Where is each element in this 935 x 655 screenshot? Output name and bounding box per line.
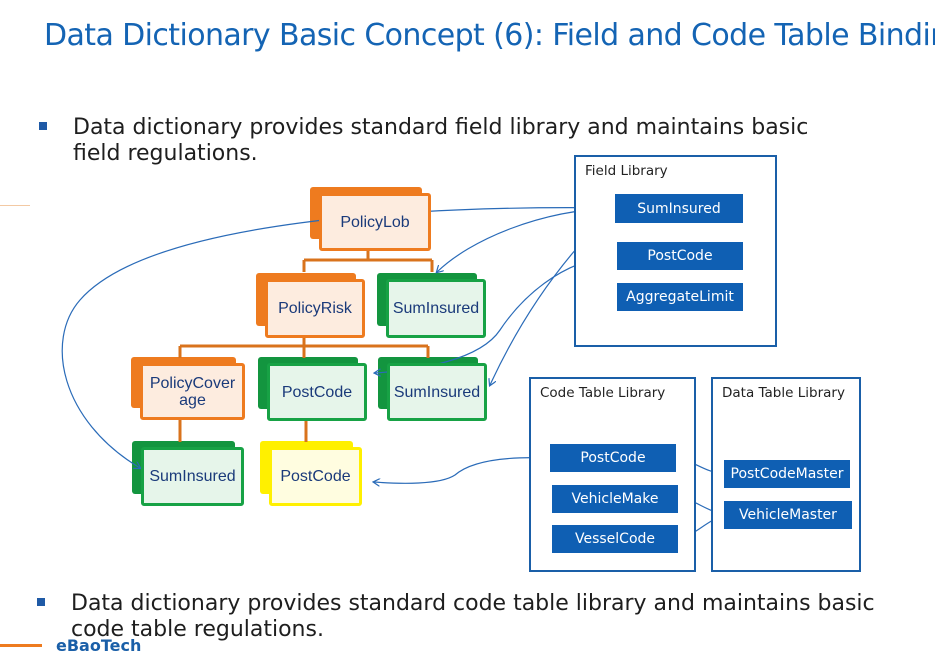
slide-edge-mark: [0, 205, 30, 206]
tree-edges: [178, 251, 434, 442]
bullet-text: Data dictionary provides standard field …: [73, 115, 809, 166]
bullet-field-library: Data dictionary provides standard field …: [39, 115, 833, 167]
tree-node-policy-coverage: PolicyCoverage: [131, 357, 245, 420]
tree-node-leaf-post-code: PostCode: [260, 441, 362, 506]
node-label: PolicyCoverage: [149, 374, 236, 409]
field-library-item-aggregate-limit[interactable]: AggregateLimit: [617, 283, 743, 311]
node-label: PolicyRisk: [278, 300, 352, 317]
data-table-item-vehicle-master[interactable]: VehicleMaster: [724, 501, 852, 529]
tree-node-coverage-post-code: PostCode: [258, 357, 367, 421]
footer-accent-line: [0, 644, 42, 647]
footer-logo: eBaoTech: [56, 636, 142, 655]
field-library-item-post-code[interactable]: PostCode: [617, 242, 743, 270]
code-table-item-vehicle-make[interactable]: VehicleMake: [552, 485, 678, 513]
tree-node-policy-lob: PolicyLob: [310, 187, 431, 251]
tree-node-policy-risk: PolicyRisk: [256, 273, 365, 338]
data-table-item-post-code-master[interactable]: PostCodeMaster: [724, 460, 850, 488]
node-label: PostCode: [280, 468, 351, 485]
node-label: SumInsured: [392, 300, 480, 317]
node-label: SumInsured: [393, 383, 481, 401]
field-library-title: Field Library: [585, 163, 668, 179]
tree-node-risk-sum-insured: SumInsured: [377, 273, 486, 338]
tree-node-coverage-sum-insured: SumInsured: [378, 357, 487, 421]
bullet-code-table-library: Data dictionary provides standard code t…: [37, 591, 891, 643]
bullet-square-icon: [37, 598, 45, 606]
node-label: PolicyLob: [340, 213, 410, 231]
field-library-item-sum-insured[interactable]: SumInsured: [615, 194, 743, 223]
bullet-text: Data dictionary provides standard code t…: [71, 591, 875, 642]
code-table-library-title: Code Table Library: [540, 385, 666, 401]
data-table-library-title: Data Table Library: [722, 385, 845, 401]
node-label: PostCode: [281, 383, 353, 401]
code-table-item-vessel-code[interactable]: VesselCode: [552, 525, 678, 553]
node-label: SumInsured: [149, 468, 236, 485]
bullet-square-icon: [39, 122, 47, 130]
code-table-item-post-code[interactable]: PostCode: [550, 444, 676, 472]
slide-title: Data Dictionary Basic Concept (6): Field…: [44, 18, 935, 53]
tree-node-leaf-sum-insured: SumInsured: [132, 441, 244, 506]
